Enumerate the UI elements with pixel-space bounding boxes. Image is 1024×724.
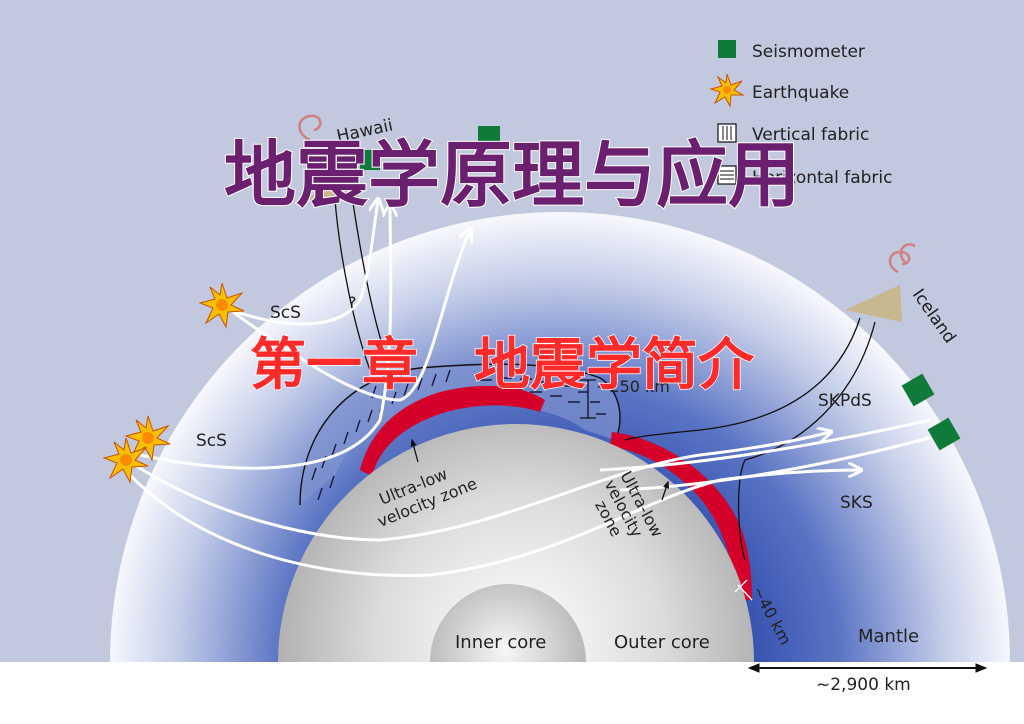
ulvz-left [360, 385, 545, 476]
iceland-plume [624, 317, 876, 561]
legend-seismometer-label: Seismometer [752, 42, 865, 62]
ulvz-right-arrow [661, 480, 669, 501]
earthquake-icon [198, 282, 245, 329]
seismometer-icon [478, 126, 500, 148]
legend-vertical-fabric-label: Vertical fabric [752, 125, 869, 145]
slide-title: 地震学原理与应用 [224, 132, 800, 217]
hawaii-volcano [305, 170, 360, 200]
legend: Seismometer Earthquake Vertical fabric H… [709, 40, 892, 188]
iceland-volcano [845, 285, 902, 322]
d-layer-dimension [580, 379, 596, 419]
seismometer-icon [927, 417, 961, 451]
ulvz-left-arrow [410, 438, 419, 463]
legend-horizontal-fabric-label: Horizontal fabric [752, 168, 892, 188]
d-layer-boundary [299, 363, 621, 506]
ulvz-dimension [734, 579, 753, 601]
hawaii-plume [334, 195, 391, 371]
earthquake-icon [102, 437, 149, 484]
ray-paths [123, 200, 941, 577]
scs-label-lower: ScS [196, 431, 227, 451]
outer-core [278, 424, 754, 662]
mantle-thickness: ~2,900 km [816, 675, 911, 695]
seismometer-icon [718, 40, 736, 58]
horizontal-fabric-icon [717, 165, 737, 185]
inner-core [430, 584, 586, 662]
vertical-fabric-marks [311, 367, 451, 501]
question-mark: ? [348, 293, 357, 312]
earthquake-icon [124, 415, 171, 462]
earthquake-icons [102, 282, 245, 484]
scs-label-upper: ScS [270, 303, 301, 323]
mantle-label: Mantle [858, 626, 919, 647]
seismometer-icon [901, 373, 935, 407]
sks-label: SKS [840, 493, 873, 513]
slide-subtitle: 第一章 地震学简介 [250, 332, 755, 398]
smoke-plumes [298, 114, 916, 274]
inner-core-label: Inner core [455, 632, 546, 653]
d-layer-thickness: ~250 km [596, 377, 670, 396]
earthquake-icon [709, 73, 745, 108]
vertical-fabric-icon [717, 123, 737, 143]
outer-core-label: Outer core [614, 632, 710, 653]
legend-earthquake-label: Earthquake [752, 83, 849, 103]
skpds-label: SKPdS [818, 391, 872, 411]
seismometer-icon [360, 150, 380, 170]
